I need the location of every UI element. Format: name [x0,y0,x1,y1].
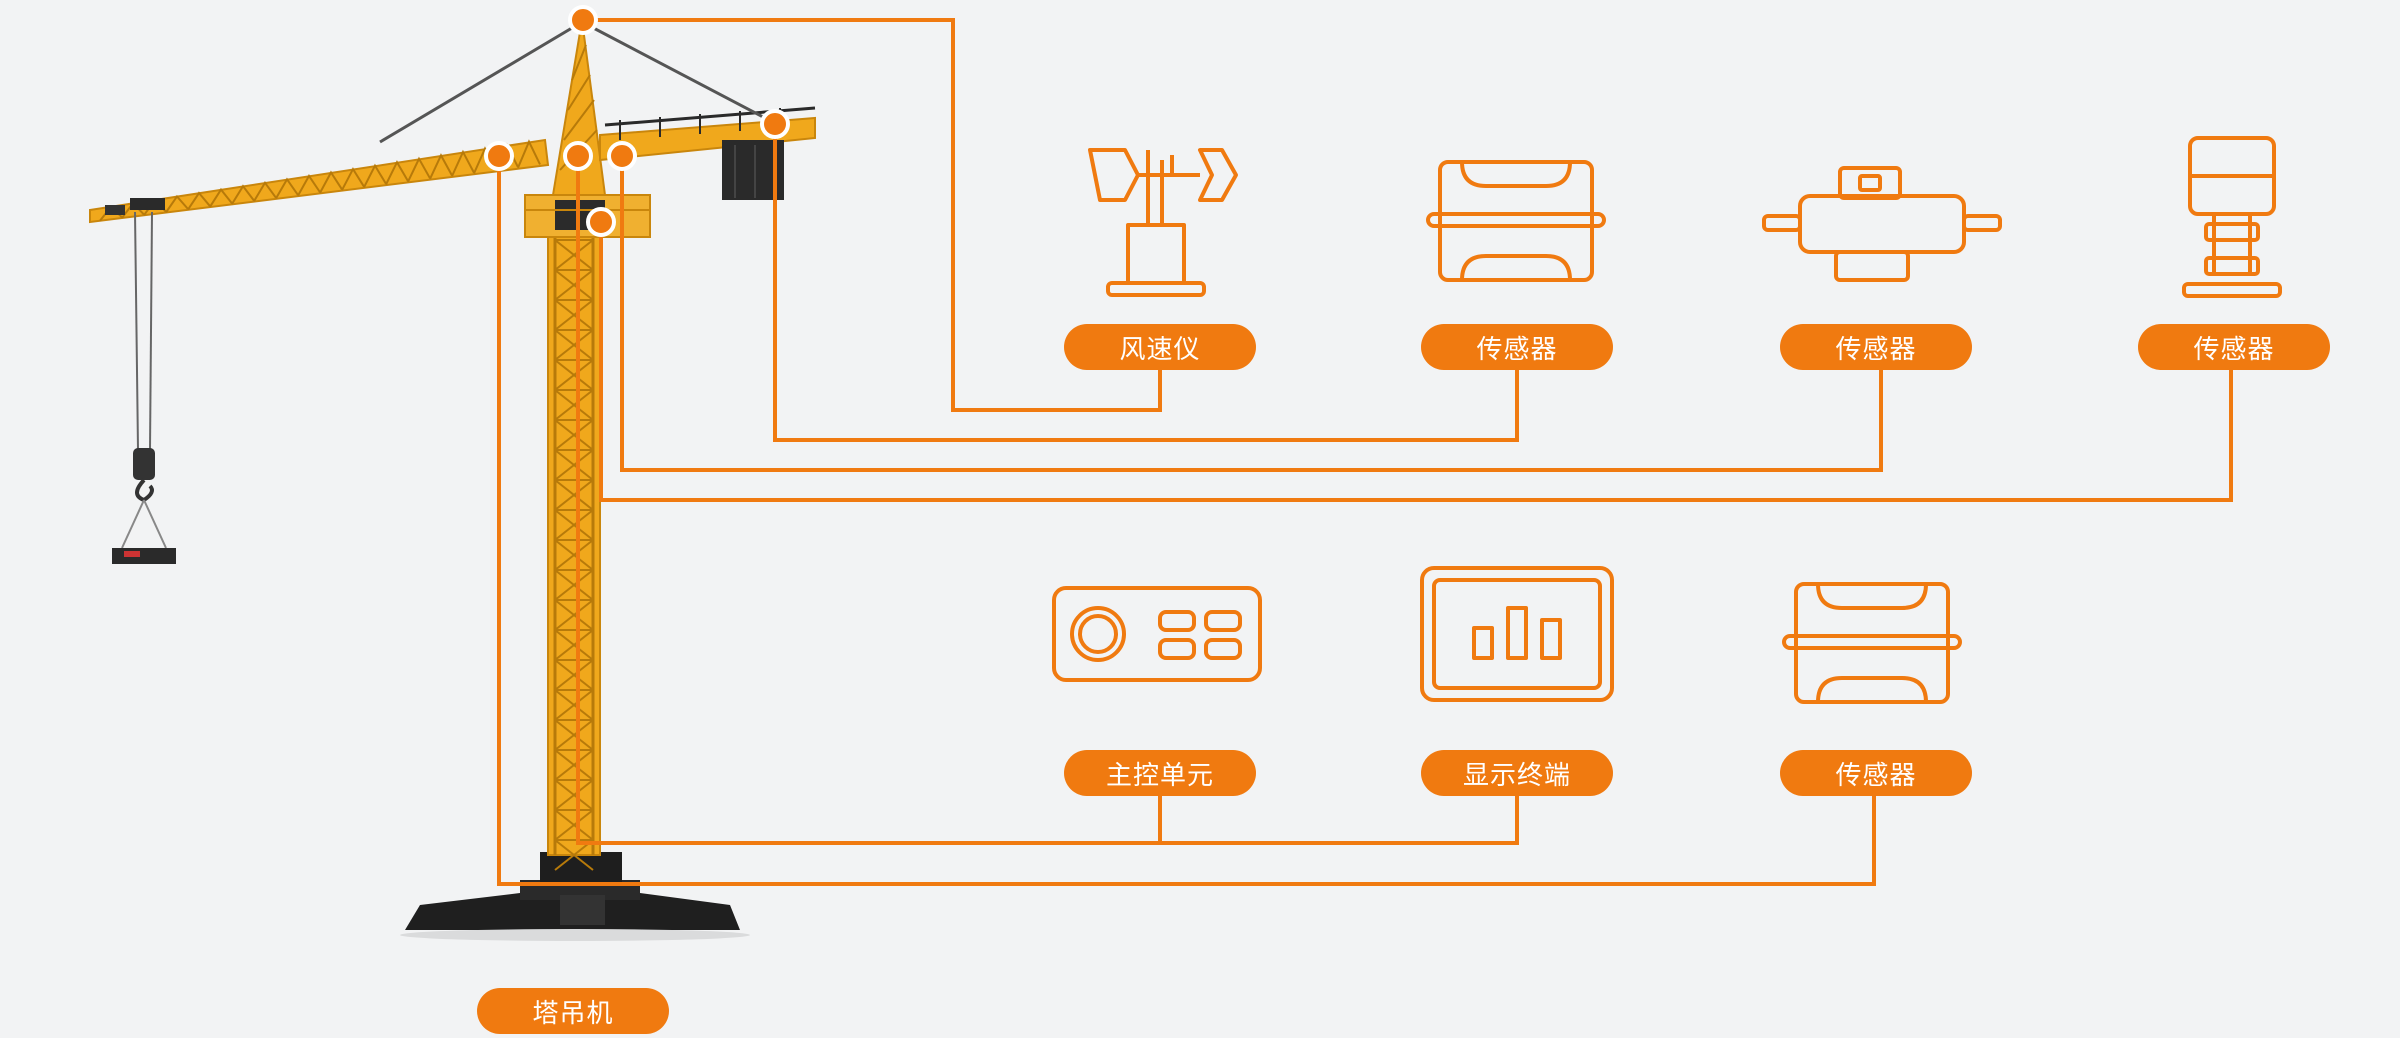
point-mast-right [607,141,637,171]
label-sensor-3: 传感器 [2138,324,2330,370]
connector-lines [497,18,2233,886]
crane-mast [547,229,601,871]
point-jib-root [484,141,514,171]
label-anemometer: 风速仪 [1064,324,1256,370]
measurement-points [484,5,790,237]
point-tower-top [568,5,598,35]
point-mast-center [563,141,593,171]
label-display-terminal: 显示终端 [1421,750,1613,796]
display-terminal-icon [1420,566,1614,702]
crane-hoist [112,211,176,564]
tower-crane-illustration [89,19,816,941]
control-unit-icon [1052,586,1262,682]
label-sensor-4: 传感器 [1780,750,1972,796]
connector-anemometer [583,18,1162,412]
label-sensor-1: 传感器 [1421,324,1613,370]
label-tower-crane: 塔吊机 [477,988,669,1034]
label-control-unit: 主控单元 [1064,750,1256,796]
point-cab [586,207,616,237]
connector-control-unit [576,156,1162,845]
connector-sensor-4 [497,156,1876,886]
crane-jib [89,138,550,224]
tilt-sensor-icon [2182,136,2282,298]
load-cell-sensor-icon [1426,160,1606,282]
label-sensor-2: 传感器 [1780,324,1972,370]
connector-display-terminal [1160,795,1519,845]
point-counter-jib [760,109,790,139]
connector-sensor-2 [620,156,1883,472]
crane-tie-cables [379,20,766,144]
crane-base [400,852,750,941]
motor-sensor-icon [1762,166,2002,282]
connector-sensor-3 [599,222,2233,502]
anemometer-icon [1088,148,1238,297]
load-cell-sensor-icon-2 [1782,582,1962,704]
connector-sensor-1 [773,124,1519,442]
